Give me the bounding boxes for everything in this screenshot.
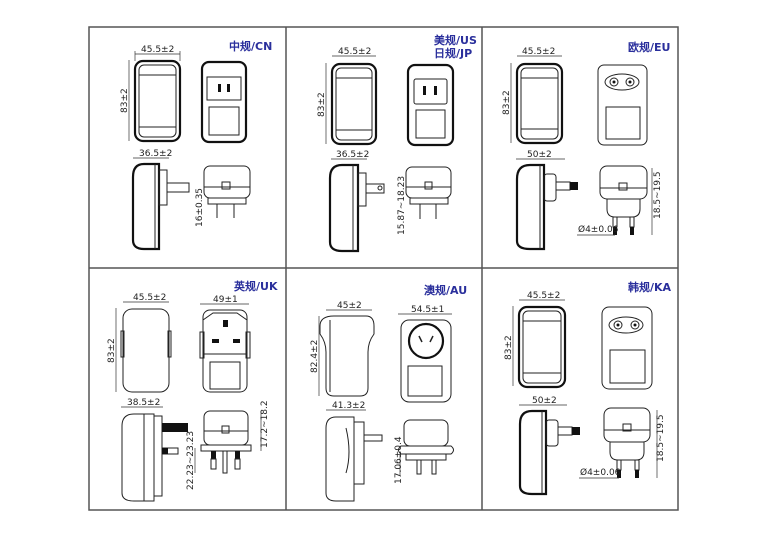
panel-label: 美规/US — [434, 33, 477, 47]
panel-label: 欧规/EU — [628, 40, 670, 54]
side-depth-dim: 50±2 — [532, 396, 557, 406]
pin-length-dim: 17.2~18.2 — [260, 400, 270, 448]
pin-length-dim: 16±0.35 — [195, 188, 205, 227]
panel-ka: 韩规/KA 45.5±2 83±2 50±2 — [504, 280, 672, 496]
front-height-dim: 82.4±2 — [310, 340, 320, 373]
panel-eu: 欧规/EU 45.5±2 83±2 50±2 — [502, 40, 670, 251]
pin-length-dim: 18.5~19.5 — [653, 171, 663, 219]
side-view: 50±2 — [518, 396, 580, 496]
front-height-dim: 83±2 — [504, 335, 514, 360]
front-view: 45.5±2 83±2 — [317, 47, 378, 146]
front-width-dim: 45.5±2 — [141, 45, 174, 55]
side-depth-dim: 41.3±2 — [332, 401, 365, 411]
panel-label: 韩规/KA — [628, 280, 672, 294]
front-height-dim: 83±2 — [317, 92, 327, 117]
panel-label: 中规/CN — [229, 39, 272, 53]
panel-grid — [88, 26, 679, 511]
side-view: 41.3±2 — [325, 401, 383, 502]
panel-cn: 中规/CN 45.5±2 83±2 36.5±2 — [120, 39, 272, 251]
front-width-dim: 45.5±2 — [527, 291, 560, 301]
back-view — [200, 60, 248, 144]
pin-length-dim: 18.5~19.5 — [656, 414, 666, 462]
front-height-dim: 83±2 — [120, 88, 130, 113]
back-width-dim: 54.5±1 — [411, 305, 444, 315]
side-view: 36.5±2 — [328, 150, 385, 253]
back-view — [406, 63, 455, 147]
front-view: 45.5±2 83±2 — [502, 47, 564, 145]
panel-label: 澳规/AU — [424, 283, 467, 297]
pin-length-dim: 17.06±0.4 — [394, 436, 404, 484]
back-view: 49±1 — [199, 295, 251, 393]
side-depth-dim: 38.5±2 — [127, 398, 160, 408]
panel-label: 日规/JP — [434, 46, 472, 60]
front-height-dim: 83±2 — [502, 90, 512, 115]
side-view: 36.5±2 — [131, 149, 190, 251]
front-width-dim: 45±2 — [337, 301, 362, 311]
side-depth-dim: 36.5±2 — [336, 150, 369, 160]
pin-span-dim: 22.23~23.23 — [186, 431, 196, 490]
front-width-dim: 45.5±2 — [133, 293, 166, 303]
back-view — [597, 64, 648, 146]
front-view: 45±2 82.4±2 — [310, 301, 375, 397]
front-width-dim: 45.5±2 — [338, 47, 371, 57]
front-height-dim: 83±2 — [107, 338, 117, 363]
panel-au: 澳规/AU 45±2 82.4±2 54.5±1 41.3±2 — [310, 283, 467, 502]
pin-diameter-dim: Ø4±0.06 — [578, 224, 619, 235]
side-view: 38.5±2 — [121, 398, 188, 502]
bottom-view: 17.06±0.4 — [394, 419, 454, 484]
pin-diameter-dim: Ø4±0.06 — [580, 467, 621, 478]
panel-uk: 英规/UK 45.5±2 83±2 49±1 38.5±2 — [107, 279, 278, 502]
front-view: 45.5±2 83±2 — [107, 293, 172, 393]
front-width-dim: 45.5±2 — [522, 47, 555, 57]
back-view: 54.5±1 — [398, 305, 452, 403]
bottom-view: 18.5~19.5 Ø4±0.06 — [577, 165, 663, 236]
back-width-dim: 49±1 — [213, 295, 238, 305]
panel-us-jp: 美规/US 日规/JP 45.5±2 83±2 36.5±2 — [317, 33, 477, 253]
bottom-view: 22.23~23.23 17.2~18.2 — [186, 400, 270, 490]
front-view: 45.5±2 83±2 — [120, 45, 182, 143]
side-view: 50±2 — [515, 150, 578, 251]
back-view — [601, 306, 653, 390]
side-depth-dim: 50±2 — [527, 150, 552, 160]
bottom-view: 16±0.35 — [195, 165, 251, 227]
pin-length-dim: 15.87~18.23 — [397, 176, 407, 235]
side-depth-dim: 36.5±2 — [139, 149, 172, 159]
bottom-view: 18.5~19.5 Ø4±0.06 — [579, 407, 666, 479]
panel-label: 英规/UK — [233, 279, 278, 293]
bottom-view: 15.87~18.23 — [397, 166, 452, 235]
front-view: 45.5±2 83±2 — [504, 291, 567, 389]
